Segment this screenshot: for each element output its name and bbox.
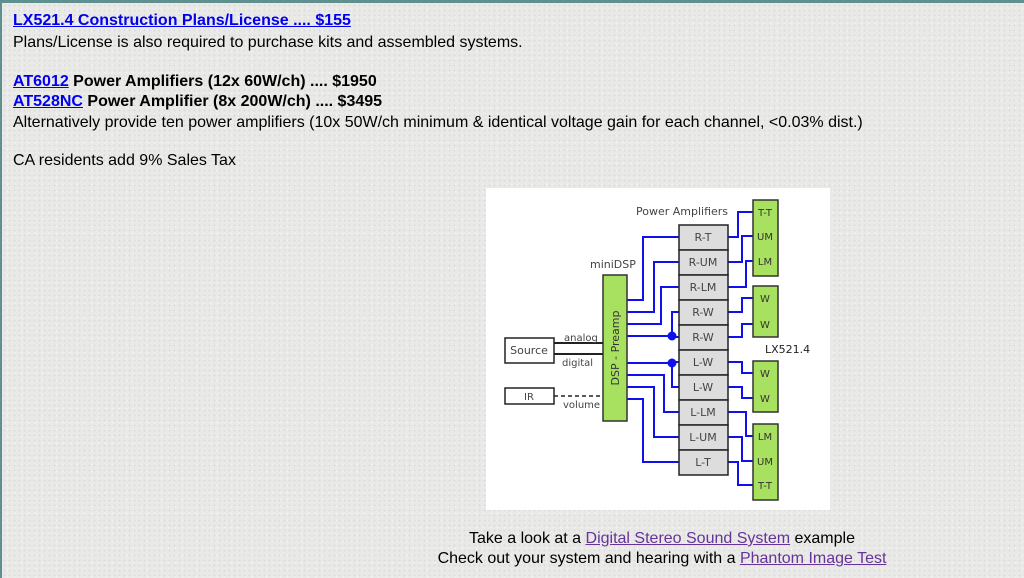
amp-channel-label: R-UM	[689, 256, 718, 269]
amp-channel-label: L-W	[693, 381, 713, 394]
amp-channel-label: R-W	[692, 306, 714, 319]
speaker-driver-label: W	[760, 394, 770, 405]
speaker-wire	[728, 436, 753, 462]
signal-wire	[627, 398, 679, 463]
system-label: LX521.4	[765, 343, 810, 356]
amp-channel-label: L-UM	[689, 431, 716, 444]
speaker-wire	[728, 323, 753, 338]
speaker-driver-label: W	[760, 320, 770, 331]
footer-line-1: Take a look at a Digital Stereo Sound Sy…	[2, 529, 1024, 549]
analog-label: analog	[564, 333, 598, 344]
source-box	[504, 337, 555, 364]
volume-label: volume	[563, 400, 600, 411]
speaker-wire	[728, 461, 753, 486]
speaker-wire	[728, 260, 753, 288]
speaker-wire	[728, 235, 753, 263]
speaker-driver-label: LM	[758, 257, 772, 268]
speaker-box	[752, 360, 779, 413]
ir-label: IR	[524, 392, 534, 403]
dsp-preamp-box	[602, 274, 628, 422]
signal-wire	[627, 374, 679, 413]
digital-label: digital	[562, 358, 593, 369]
speaker-driver-label: W	[760, 294, 770, 305]
digital-stereo-link[interactable]: Digital Stereo Sound System	[585, 530, 791, 547]
footer-line-2: Check out your system and hearing with a…	[2, 549, 1024, 569]
speaker-driver-label: T-T	[757, 481, 773, 492]
signal-wire	[627, 261, 679, 313]
speaker-wire	[728, 386, 753, 399]
speaker-driver-label: W	[760, 369, 770, 380]
amp-channel	[678, 349, 729, 376]
speaker-box	[752, 423, 779, 501]
speaker-box	[752, 199, 779, 277]
amp-channel-label: R-LM	[690, 281, 717, 294]
phantom-image-link[interactable]: Phantom Image Test	[739, 550, 887, 567]
dsp-preamp-label: DSP - Preamp	[609, 310, 622, 385]
junction-dot	[667, 331, 677, 341]
speaker-driver-label: LM	[758, 432, 772, 443]
speaker-wire	[728, 211, 753, 238]
amp-channel-label: L-LM	[690, 406, 716, 419]
minidsp-label: miniDSP	[590, 258, 636, 271]
amp-line-2: AT528NC Power Amplifier (8x 200W/ch) ...…	[13, 92, 382, 112]
source-label: Source	[510, 344, 548, 357]
amp-channel	[678, 224, 729, 251]
plans-license-link[interactable]: LX521.4 Construction Plans/License .... …	[13, 12, 351, 29]
signal-wire	[627, 386, 679, 438]
amp-channel-label: L-T	[695, 456, 711, 469]
footer-text-1: Take a look at a	[469, 530, 586, 547]
speaker-wire	[728, 361, 753, 374]
speaker-box	[752, 285, 779, 338]
plans-line: LX521.4 Construction Plans/License .... …	[13, 11, 351, 31]
amp-channel-label: R-W	[692, 331, 714, 344]
amp-channel-label: R-T	[695, 231, 712, 244]
page: LX521.4 Construction Plans/License .... …	[2, 3, 1024, 578]
speaker-driver-label: T-T	[757, 208, 773, 219]
tax-note: CA residents add 9% Sales Tax	[13, 152, 236, 169]
diagram-title: Power Amplifiers	[636, 205, 728, 218]
amp-channel	[678, 374, 729, 401]
amp-channel-label: L-W	[693, 356, 713, 369]
amp-channel	[678, 449, 729, 476]
footer-text-2: Check out your system and hearing with a	[437, 550, 740, 567]
amp-desc-1: Power Amplifiers (12x 60W/ch) .... $1950	[68, 73, 377, 90]
speaker-driver-label: UM	[757, 232, 773, 243]
plans-note: Plans/License is also required to purcha…	[13, 34, 523, 51]
speaker-wire	[728, 411, 753, 437]
signal-wire	[627, 286, 679, 325]
footer-text-1b: example	[790, 530, 855, 547]
at528nc-link[interactable]: AT528NC	[13, 93, 83, 110]
signal-wire	[627, 236, 679, 301]
junction-dot	[667, 358, 677, 368]
signal-wire	[627, 362, 679, 388]
speaker-driver-label: UM	[757, 457, 773, 468]
amp-channel	[678, 299, 729, 326]
amp-channel	[678, 249, 729, 276]
at6012-link[interactable]: AT6012	[13, 73, 69, 90]
system-diagram: Power Amplifiers miniDSP DSP - Preamp So…	[486, 188, 830, 510]
speaker-wire	[728, 297, 753, 313]
alt-note: Alternatively provide ten power amplifie…	[13, 114, 863, 131]
amp-channel	[678, 399, 729, 426]
amp-desc-2: Power Amplifier (8x 200W/ch) .... $3495	[82, 93, 383, 110]
amp-line-1: AT6012 Power Amplifiers (12x 60W/ch) ...…	[13, 72, 377, 92]
